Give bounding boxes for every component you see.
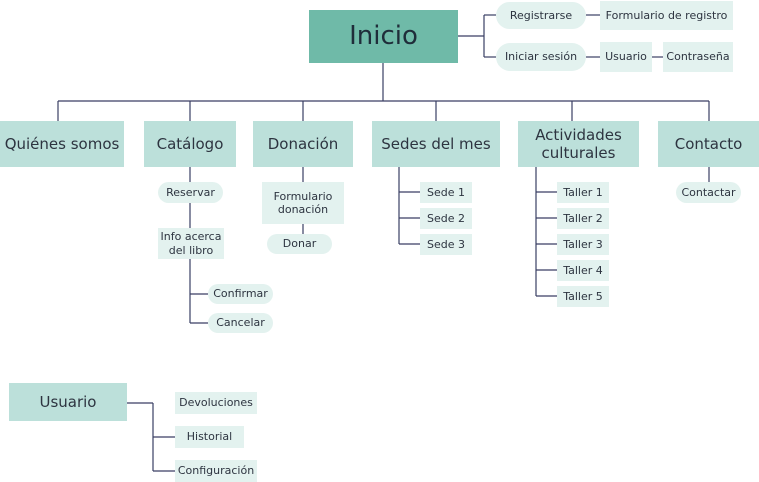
venue-item[interactable]: Sede 1 [420,182,472,203]
catalog-node[interactable]: Catálogo [144,121,236,167]
login-node[interactable]: Iniciar sesión [496,43,586,71]
book-info-node[interactable]: Info acerca del libro [158,228,224,259]
user-area-item[interactable]: Configuración [175,460,257,482]
user-area-item[interactable]: Devoluciones [175,392,257,414]
donate-node[interactable]: Donar [267,234,332,254]
workshop-item[interactable]: Taller 2 [557,208,609,229]
venues-node[interactable]: Sedes del mes [372,121,500,167]
donation-node[interactable]: Donación [253,121,353,167]
contact-action-node[interactable]: Contactar [676,182,741,203]
login-password-node[interactable]: Contraseña [663,42,733,72]
workshop-item[interactable]: Taller 4 [557,260,609,281]
user-area-node[interactable]: Usuario [9,383,127,421]
workshop-item[interactable]: Taller 5 [557,286,609,307]
cancel-node[interactable]: Cancelar [208,313,273,333]
contact-node[interactable]: Contacto [658,121,759,167]
confirm-node[interactable]: Confirmar [208,284,273,304]
workshop-item[interactable]: Taller 3 [557,234,609,255]
venue-item[interactable]: Sede 3 [420,234,472,255]
register-form-node[interactable]: Formulario de registro [600,1,733,30]
reserve-node[interactable]: Reservar [158,182,223,203]
login-user-node[interactable]: Usuario [600,42,652,72]
workshop-item[interactable]: Taller 1 [557,182,609,203]
register-node[interactable]: Registrarse [496,2,586,29]
root-node[interactable]: Inicio [309,10,458,63]
about-node[interactable]: Quiénes somos [0,121,124,167]
user-area-item[interactable]: Historial [175,426,244,448]
activities-node[interactable]: Actividades culturales [518,121,639,167]
donation-form-node[interactable]: Formulario donación [262,182,344,224]
venue-item[interactable]: Sede 2 [420,208,472,229]
